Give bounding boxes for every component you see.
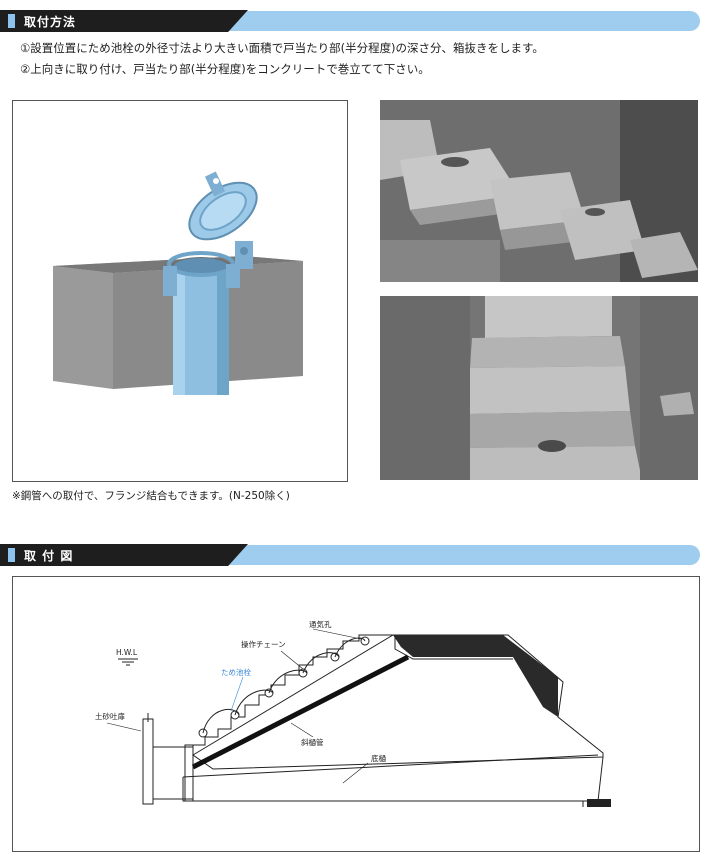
section-title: 取 付 図: [24, 549, 74, 563]
label-shahikan: 斜樋管: [301, 737, 324, 747]
footnote: ※鋼管への取付で、フランジ結合もできます。(N-250除く): [12, 490, 290, 502]
instruction-2: ②上向きに取り付け、戸当たり部(半分程度)をコンクリートで巻立てて下さい。: [20, 62, 430, 76]
label-teihi: 底樋: [371, 753, 386, 763]
photo-steps-bottom: [380, 296, 698, 480]
header-dark-bar: [0, 10, 248, 32]
photo-steps-top: [380, 100, 698, 282]
installation-illustration: [12, 100, 348, 482]
header-accent-bar: [225, 545, 700, 565]
illustration-svg: [53, 171, 303, 395]
label-chain: 操作チェーン: [241, 639, 286, 649]
diagram-svg: H.W.L 土砂吐扉 ため池栓 操作チェーン 通気孔 斜樋管 底樋: [95, 619, 611, 807]
photo-bottom-svg: [380, 296, 698, 480]
header-marker-icon: [8, 14, 15, 28]
section-title: 取付方法: [24, 15, 77, 29]
installation-diagram: H.W.L 土砂吐扉 ため池栓 操作チェーン 通気孔 斜樋管 底樋: [12, 576, 700, 852]
label-doshakouhi: 土砂吐扉: [95, 711, 125, 721]
section-header-installation-method: 取付方法: [0, 10, 700, 32]
label-hwl: H.W.L: [116, 648, 138, 657]
header-accent-bar: [225, 11, 700, 31]
section-header-installation-diagram: 取 付 図: [0, 544, 700, 566]
label-tameike: ため池栓: [221, 667, 251, 677]
instruction-1: ①設置位置にため池栓の外径寸法より大きい面積で戸当たり部(半分程度)の深さ分、箱…: [20, 41, 544, 55]
header-dark-bar: [0, 544, 248, 566]
photo-top-svg: [380, 100, 698, 282]
header-marker-icon: [8, 548, 15, 562]
label-vent: 通気孔: [309, 619, 332, 629]
